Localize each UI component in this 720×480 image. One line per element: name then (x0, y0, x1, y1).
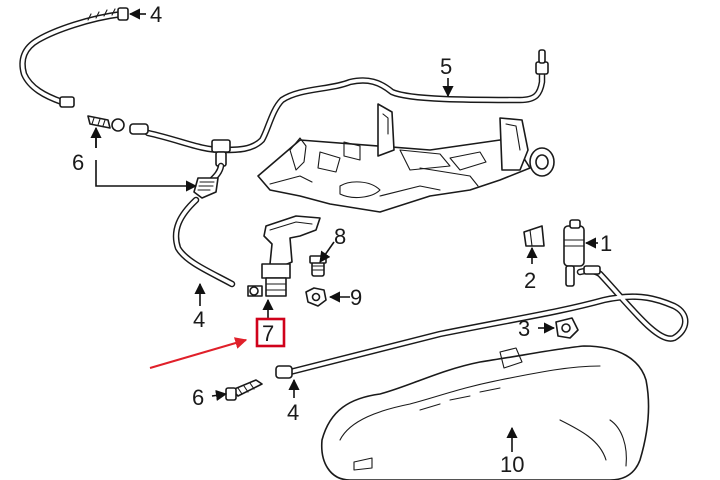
callout-8: 8 (334, 224, 346, 249)
callout-4-top: 4 (150, 2, 162, 27)
clip-3 (555, 317, 579, 339)
highlight-arrow (149, 337, 248, 369)
highlight-box (255, 317, 286, 348)
bolt-8 (309, 255, 327, 277)
callout-7: 7 (262, 321, 274, 346)
nut-9 (305, 287, 327, 307)
callout-5: 5 (440, 54, 452, 79)
washer-reservoir (321, 345, 650, 480)
washer-pump (563, 219, 601, 287)
callout-3: 3 (518, 316, 530, 341)
callout-9: 9 (350, 285, 362, 310)
callout-4-bottom: 4 (287, 400, 299, 425)
fitting-top (87, 115, 149, 135)
callout-1: 1 (600, 231, 612, 256)
callouts: 4 5 6 4 7 8 9 1 2 3 6 4 10 (72, 2, 612, 477)
hose-top (19, 7, 129, 108)
washer-nozzle (247, 215, 321, 297)
grommet-2 (523, 225, 545, 247)
fitting-bottom (225, 379, 263, 401)
mounting-bracket (257, 103, 555, 213)
callout-6-top: 6 (72, 150, 84, 175)
hose-main (144, 49, 549, 154)
callout-6-bottom: 6 (192, 385, 204, 410)
callout-10: 10 (500, 452, 524, 477)
callout-2: 2 (524, 268, 536, 293)
leader-lines (90, 8, 598, 452)
callout-4-left: 4 (193, 307, 205, 332)
highlight (149, 317, 286, 369)
hose-left (172, 196, 236, 288)
